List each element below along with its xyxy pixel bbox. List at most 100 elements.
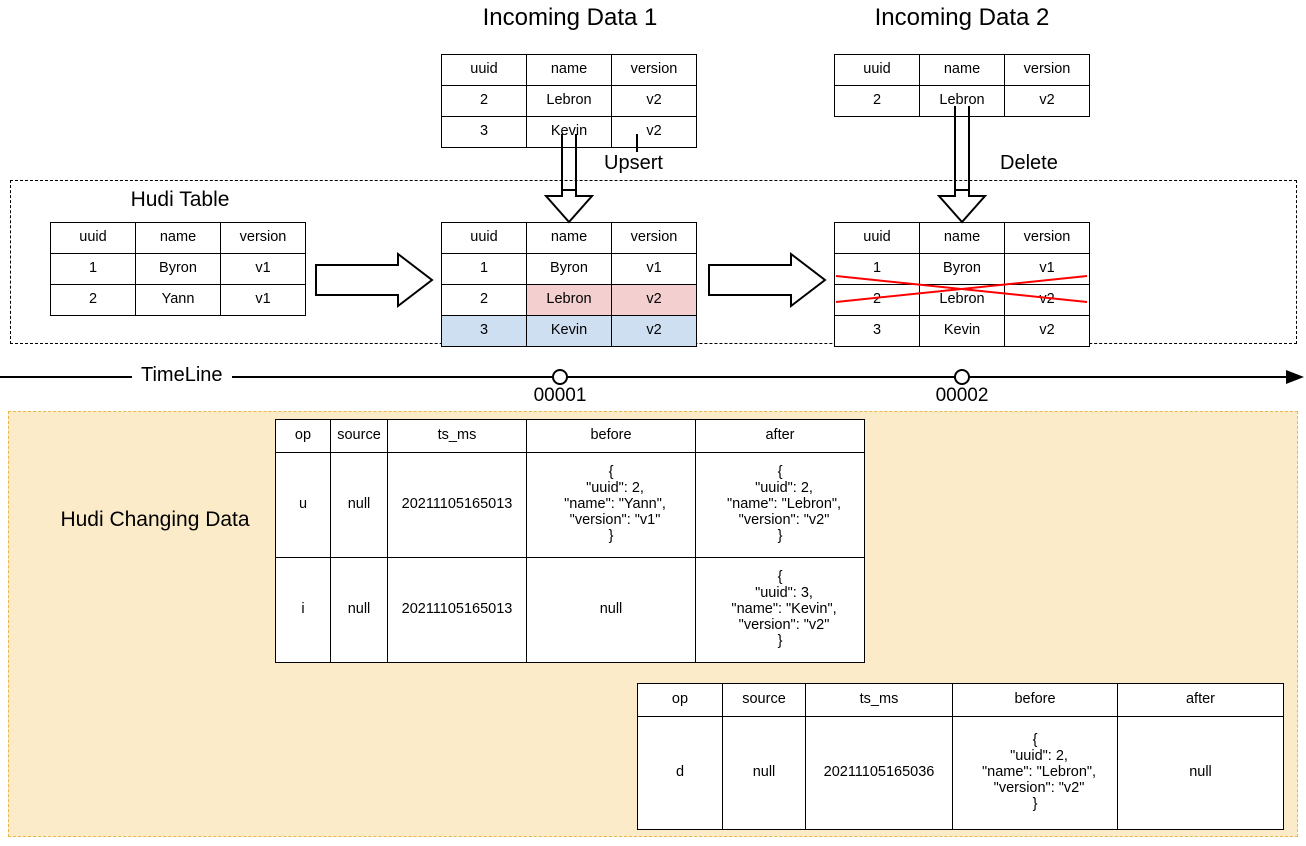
cell-op: d: [637, 716, 723, 830]
hudi-table-after-delete-wrap: uuid name version 1 Byron v1 2 Lebron v2…: [834, 222, 1090, 347]
column-header-version: version: [611, 54, 697, 86]
column-header-uuid: uuid: [834, 222, 920, 254]
column-header-version: version: [1004, 54, 1090, 86]
timeline-arrowhead-icon: [1286, 370, 1304, 384]
cell-uuid: 2: [441, 284, 527, 316]
table-header-row: uuid name version: [834, 54, 1090, 86]
cell-name: Lebron: [526, 284, 612, 316]
timeline-marker-00002: [954, 369, 970, 385]
cell-uuid: 3: [441, 315, 527, 347]
cell-source: null: [330, 557, 388, 663]
timeline-marker-00001: [552, 369, 568, 385]
hudi-table-initial-wrap: uuid name version 1 Byron v1 2 Yann v1: [50, 222, 306, 316]
table-row: 1 Byron v1: [50, 253, 306, 285]
cell-version: v2: [611, 85, 697, 117]
cell-uuid: 3: [441, 116, 527, 148]
table-row-deleted: 2 Lebron v2: [834, 284, 1090, 316]
cell-name: Lebron: [919, 284, 1005, 316]
changelog-upsert-table: op source ts_ms before after u null 2021…: [275, 419, 865, 663]
hudi-changing-data-label: Hudi Changing Data: [60, 508, 250, 531]
table-header-row: uuid name version: [50, 222, 306, 254]
table-row-updated: 2 Lebron v2: [441, 284, 697, 316]
cell-name: Yann: [135, 284, 221, 316]
column-header-name: name: [919, 222, 1005, 254]
column-header-op: op: [637, 683, 723, 717]
table-header-row: op source ts_ms before after: [637, 683, 1284, 717]
cell-name: Lebron: [526, 85, 612, 117]
cell-uuid: 1: [50, 253, 136, 285]
cell-version: v1: [220, 253, 306, 285]
table-header-row: uuid name version: [441, 222, 697, 254]
hudi-table-label: Hudi Table: [130, 188, 230, 211]
cell-name: Kevin: [526, 315, 612, 347]
changelog-upsert-table-wrap: op source ts_ms before after u null 2021…: [275, 419, 865, 663]
changelog-delete-table: op source ts_ms before after d null 2021…: [637, 683, 1284, 830]
cell-ts-ms: 20211105165013: [387, 452, 527, 558]
delete-label: Delete: [996, 152, 1062, 175]
table-row: u null 20211105165013 { "uuid": 2, "name…: [275, 452, 865, 558]
table-header-row: uuid name version: [834, 222, 1090, 254]
cell-ts-ms: 20211105165036: [805, 716, 953, 830]
cell-name: Byron: [526, 253, 612, 285]
incoming-data-2-table: uuid name version 2 Lebron v2: [834, 54, 1090, 117]
table-row: 3 Kevin v2: [441, 116, 697, 148]
table-row: 2 Lebron v2: [834, 85, 1090, 117]
incoming-data-1-table: uuid name version 2 Lebron v2 3 Kevin v2: [441, 54, 697, 148]
column-header-name: name: [526, 222, 612, 254]
cell-version: v2: [611, 284, 697, 316]
table-row: i null 20211105165013 null { "uuid": 3, …: [275, 557, 865, 663]
column-header-after: after: [695, 419, 865, 453]
cell-after: { "uuid": 3, "name": "Kevin", "version":…: [695, 557, 865, 663]
cell-name: Kevin: [526, 116, 612, 148]
timeline-mark-00002-label: 00002: [935, 385, 989, 406]
cell-name: Byron: [135, 253, 221, 285]
delete-connector-lines: [954, 106, 970, 190]
incoming-data-2-title: Incoming Data 2: [874, 4, 1050, 31]
hudi-table-after-delete: uuid name version 1 Byron v1 2 Lebron v2…: [834, 222, 1090, 347]
column-header-uuid: uuid: [50, 222, 136, 254]
timeline-label: TimeLine: [135, 364, 229, 387]
column-header-before: before: [952, 683, 1118, 717]
hudi-table-after-upsert: uuid name version 1 Byron v1 2 Lebron v2…: [441, 222, 697, 347]
cell-source: null: [330, 452, 388, 558]
column-header-before: before: [526, 419, 696, 453]
cell-version: v1: [611, 253, 697, 285]
table-row: 1 Byron v1: [441, 253, 697, 285]
column-header-name: name: [135, 222, 221, 254]
table-header-row: op source ts_ms before after: [275, 419, 865, 453]
cell-name: Kevin: [919, 315, 1005, 347]
column-header-uuid: uuid: [441, 222, 527, 254]
table-row: 3 Kevin v2: [834, 315, 1090, 347]
cell-uuid: 1: [441, 253, 527, 285]
cell-before: null: [526, 557, 696, 663]
column-header-name: name: [526, 54, 612, 86]
cell-uuid: 1: [834, 253, 920, 285]
column-header-source: source: [330, 419, 388, 453]
column-header-ts-ms: ts_ms: [387, 419, 527, 453]
timeline-mark-00001-label: 00001: [533, 385, 587, 406]
column-header-uuid: uuid: [834, 54, 920, 86]
table-row: d null 20211105165036 { "uuid": 2, "name…: [637, 716, 1284, 830]
table-row: 2 Yann v1: [50, 284, 306, 316]
incoming-data-2-table-wrap: uuid name version 2 Lebron v2: [834, 54, 1090, 117]
cell-version: v1: [220, 284, 306, 316]
table-header-row: uuid name version: [441, 54, 697, 86]
column-header-version: version: [220, 222, 306, 254]
cell-version: v1: [1004, 253, 1090, 285]
changelog-delete-table-wrap: op source ts_ms before after d null 2021…: [637, 683, 1284, 830]
cell-version: v2: [1004, 85, 1090, 117]
cell-version: v2: [611, 315, 697, 347]
hudi-table-after-upsert-wrap: uuid name version 1 Byron v1 2 Lebron v2…: [441, 222, 697, 347]
column-header-uuid: uuid: [441, 54, 527, 86]
cell-uuid: 2: [50, 284, 136, 316]
cell-op: u: [275, 452, 331, 558]
column-header-source: source: [722, 683, 806, 717]
cell-after: null: [1117, 716, 1284, 830]
cell-before: { "uuid": 2, "name": "Yann", "version": …: [526, 452, 696, 558]
column-header-after: after: [1117, 683, 1284, 717]
column-header-version: version: [611, 222, 697, 254]
table-row: 2 Lebron v2: [441, 85, 697, 117]
hudi-table-initial: uuid name version 1 Byron v1 2 Yann v1: [50, 222, 306, 316]
cell-uuid: 3: [834, 315, 920, 347]
incoming-data-1-table-wrap: uuid name version 2 Lebron v2 3 Kevin v2: [441, 54, 697, 148]
